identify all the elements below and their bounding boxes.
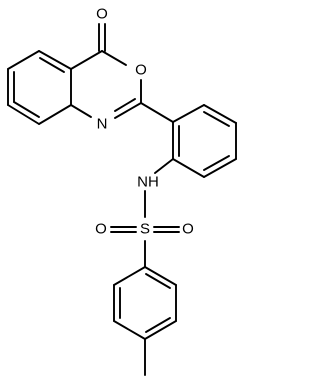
sulfonyl-oxygen-right-label: O xyxy=(182,221,194,238)
amine-label: NH xyxy=(137,174,159,191)
sulfonyl-oxygen-left-label: O xyxy=(95,221,107,238)
bond xyxy=(203,104,237,124)
oxazinone-ring xyxy=(70,23,142,119)
bond xyxy=(113,266,146,286)
bond xyxy=(7,50,40,70)
bond xyxy=(154,158,174,174)
double-bond-inner xyxy=(145,317,171,333)
bond xyxy=(38,104,72,125)
double-bond-inner xyxy=(145,273,171,289)
chemical-structure-diagram: O O N NH S O O xyxy=(7,6,237,376)
bond xyxy=(113,320,146,340)
bond xyxy=(114,102,142,119)
bond xyxy=(101,50,127,66)
double-bond-inner xyxy=(203,111,230,127)
tolyl-ring xyxy=(113,266,177,340)
bond xyxy=(172,104,205,123)
bond xyxy=(144,266,177,286)
bond xyxy=(172,158,205,178)
bond xyxy=(140,102,174,123)
double-bond-inner xyxy=(114,98,136,112)
ring-nitrogen-label: N xyxy=(97,116,108,133)
double-bond-inner xyxy=(13,101,40,118)
phenyl-ring xyxy=(172,104,237,178)
carbonyl-oxygen-label: O xyxy=(96,6,108,23)
bond xyxy=(203,158,237,178)
bond xyxy=(7,104,40,125)
ring-oxygen-label: O xyxy=(135,62,147,79)
bond xyxy=(144,320,177,340)
double-bond-inner xyxy=(39,57,65,73)
bond xyxy=(70,50,103,70)
fused-benzene-ring xyxy=(7,50,72,125)
bond xyxy=(38,50,72,70)
bond xyxy=(70,104,92,118)
sulfur-label: S xyxy=(140,221,150,238)
double-bond-inner xyxy=(203,155,230,171)
